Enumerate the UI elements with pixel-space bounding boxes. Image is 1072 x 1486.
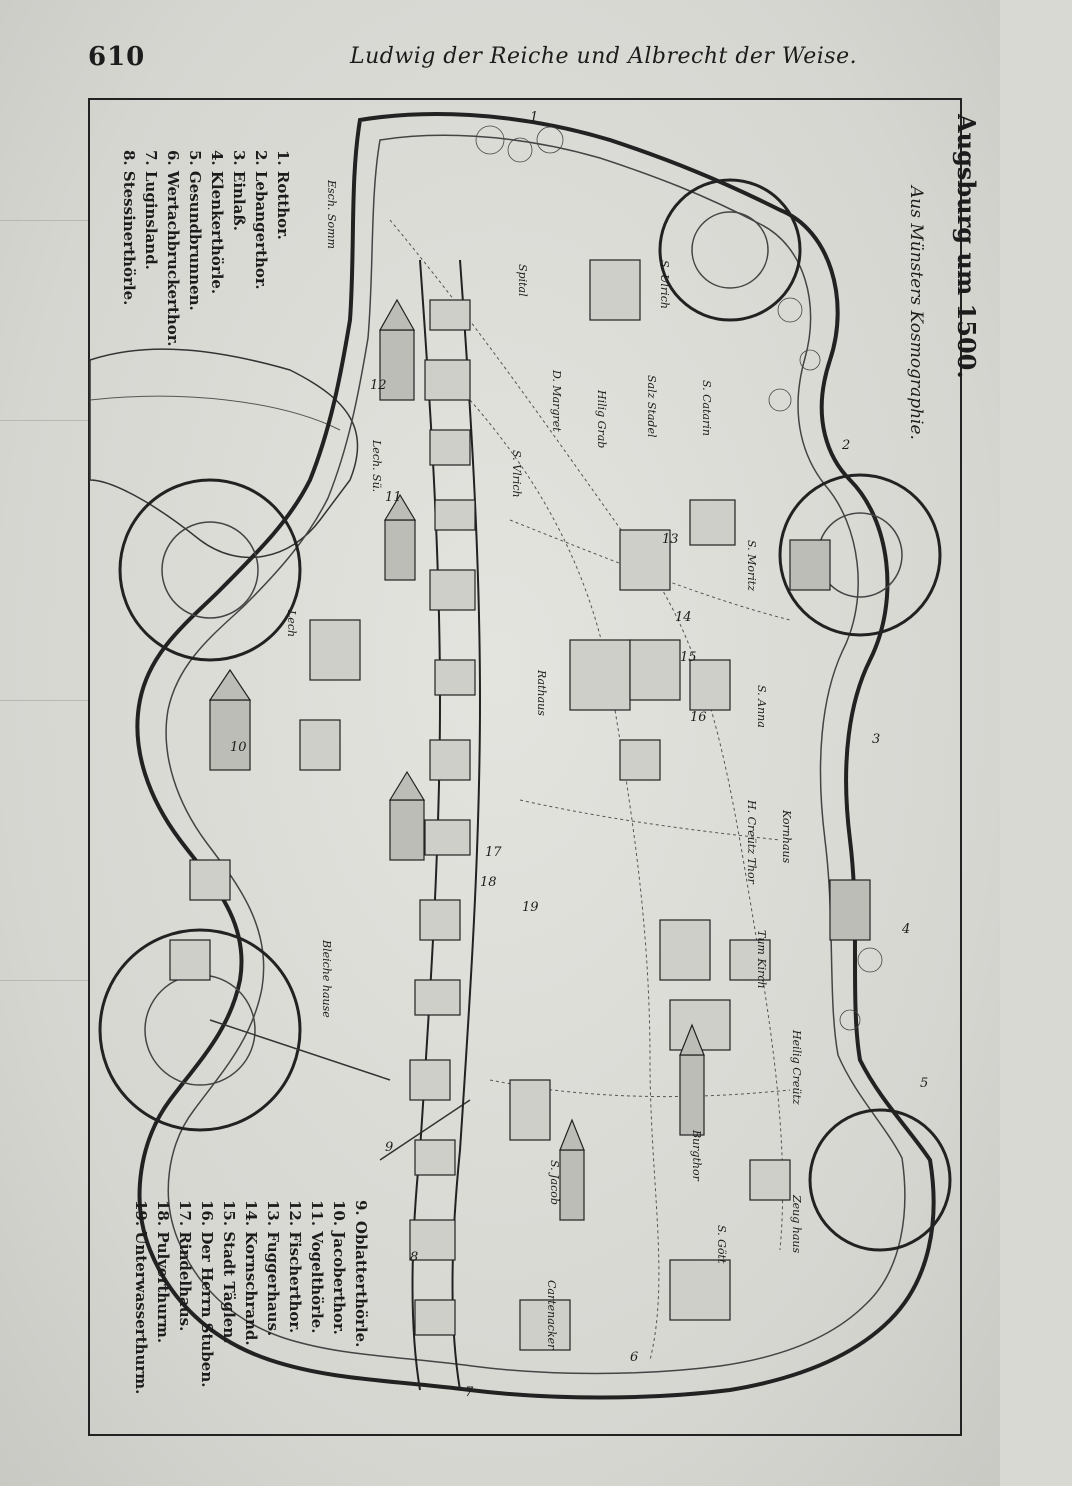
bastion: [161, 521, 259, 619]
river-lech: [89, 348, 359, 559]
map-number: 11: [385, 490, 402, 505]
legend-item: 1. Rotthor.: [274, 150, 292, 240]
legend-item: 15. Stadt Täglen.: [220, 1200, 238, 1344]
bastion: [98, 928, 302, 1132]
legend-item: 10. Jacoberthor.: [330, 1200, 348, 1335]
map-number: 18: [480, 875, 497, 890]
map-label: S. Catarin: [700, 380, 713, 436]
bleed-line: [0, 220, 88, 221]
map-number: 4: [902, 922, 911, 937]
map-label: S. Gött: [715, 1225, 728, 1264]
map-label: Bleiche hause: [320, 940, 333, 1018]
figure-caption: Augsburg um 1500. Aus Münsters Kosmograp…: [906, 114, 1072, 874]
street: [379, 1099, 471, 1161]
city-wall-outer: [135, 112, 936, 1400]
map-number: 16: [690, 710, 707, 725]
towers: [208, 298, 871, 1221]
map-number: 2: [842, 438, 851, 453]
legend-item: 3. Einlaß.: [230, 150, 248, 231]
map-label: Heilig Creütz: [790, 1030, 803, 1105]
map-number: 14: [675, 610, 692, 625]
map-label: Kornhaus: [780, 810, 793, 864]
legend-item: 2. Lebangerthor.: [252, 150, 270, 290]
map-label: Salz Stadel: [645, 375, 658, 438]
legend-item: 4. Klenkerthörle.: [208, 150, 226, 295]
map-number: 9: [385, 1140, 394, 1155]
map-number: 3: [872, 732, 881, 747]
bleed-line: [0, 420, 88, 421]
map-label: Cartenacker: [545, 1280, 558, 1350]
map-label: H. Creütz Thor: [745, 800, 758, 884]
figure-title: Augsburg um 1500.: [952, 114, 981, 379]
map-label: S. Anna: [755, 685, 768, 728]
map-label: S. Moritz: [745, 540, 758, 592]
legend-item: 12. Fischerthor.: [286, 1200, 304, 1334]
street: [519, 799, 781, 841]
street: [489, 1079, 791, 1098]
legend-item: 8. Stessinerthörle.: [120, 150, 138, 306]
legend-item: 13. Fuggerhaus.: [264, 1200, 282, 1337]
legend-item: 6. Wertachbruckerthor.: [164, 150, 182, 347]
map-number: 17: [485, 845, 502, 860]
trees: [475, 125, 883, 1031]
legend-item: 16. Der Herrn Stuben.: [198, 1200, 216, 1388]
map-number: 19: [522, 900, 539, 915]
map-number: 12: [370, 378, 387, 393]
bleed-line: [0, 980, 88, 981]
legend-item: 11. Vogelthörle.: [308, 1200, 326, 1334]
legend-item: 14. Kornschrand.: [242, 1200, 260, 1346]
map-number: 7: [465, 1385, 474, 1400]
legend-item: 9. Oblatterthörle.: [352, 1200, 370, 1348]
map-label: Hilig Grab: [595, 390, 608, 449]
bastion: [658, 178, 802, 322]
river-bank: [89, 395, 341, 431]
map-label: Tum Kirch: [755, 930, 768, 989]
map-label: D. Margret: [550, 370, 563, 432]
bleed-line: [0, 700, 88, 701]
map-label: Rathaus: [535, 670, 548, 716]
figure-subtitle: Aus Münsters Kosmographie.: [906, 186, 926, 440]
legend-second: 9. Oblatterthörle. 10. Jacoberthor. 11. …: [130, 1200, 372, 1430]
map-number: 1: [530, 110, 539, 125]
map-number: 6: [630, 1350, 639, 1365]
bastion: [691, 211, 769, 289]
map-label: Spital: [516, 264, 529, 297]
legend-item: 19. Unterwasserthurm.: [132, 1200, 150, 1395]
map-label: Zeug haus: [790, 1195, 803, 1254]
map-label: S. Vlrich: [510, 450, 523, 498]
map-number: 5: [920, 1076, 929, 1091]
map-number: 13: [662, 532, 679, 547]
legend-item: 18. Pulverthurm.: [154, 1200, 172, 1344]
legend-item: 17. Rindelhaus.: [176, 1200, 194, 1332]
map-number: 15: [680, 650, 697, 665]
running-head: Ludwig der Reiche und Albrecht der Weise…: [350, 44, 858, 69]
map-label: Esch. Somm: [325, 180, 338, 249]
bastion: [808, 1108, 952, 1252]
map-label: Lech: [285, 610, 298, 638]
bastion: [778, 473, 942, 637]
map-label: S. Ulrich: [658, 260, 671, 309]
bastion: [118, 478, 302, 662]
street: [389, 219, 784, 1251]
street: [469, 399, 660, 1361]
page-header: 610 Ludwig der Reiche und Albrecht der W…: [0, 30, 1000, 80]
map-figure: Augsburg um 1500. Aus Münsters Kosmograp…: [88, 98, 981, 1436]
street: [209, 1019, 391, 1081]
map-number: 8: [410, 1250, 419, 1265]
buildings: [169, 259, 791, 1351]
legend-first: 1. Rotthor. 2. Lebangerthor. 3. Einlaß. …: [118, 150, 294, 390]
map-number: 10: [230, 740, 247, 755]
map-label: S. Jacob: [548, 1160, 561, 1205]
legend-item: 5. Gesundbrunnen.: [186, 150, 204, 311]
legend-item: 7. Luginsland.: [142, 150, 160, 270]
city-map-drawing: [89, 112, 952, 1400]
map-label: Lech. Sü.: [370, 440, 383, 493]
page-number: 610: [88, 42, 146, 72]
map-label: Burgthor: [690, 1130, 703, 1181]
